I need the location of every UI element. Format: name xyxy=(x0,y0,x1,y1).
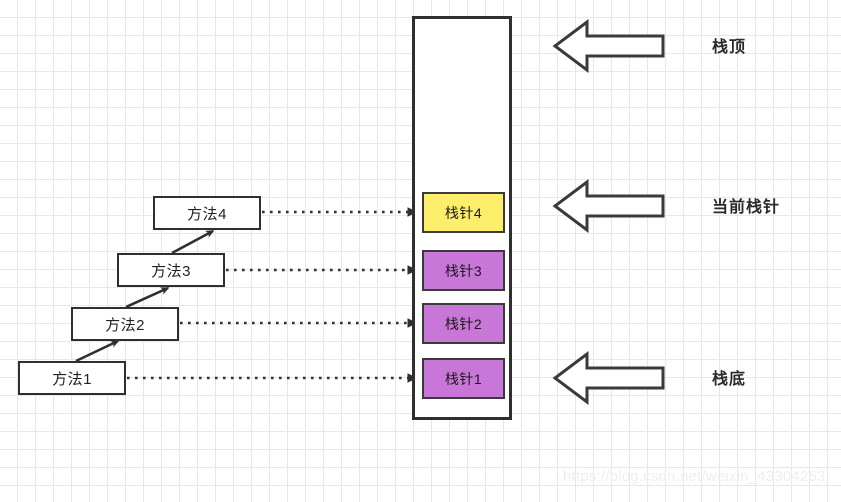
stack-frame-2[interactable]: 栈针2 xyxy=(422,303,505,344)
current-frame-label: 当前栈针 xyxy=(712,193,780,217)
method-box-3-label: 方法3 xyxy=(151,262,191,280)
method-box-4-label: 方法4 xyxy=(187,205,227,223)
stack-frame-4[interactable]: 栈针4 xyxy=(422,192,505,233)
watermark-text: https://blog.csdn.net/weixin_43304253 xyxy=(563,468,826,485)
stack-frame-1-label: 栈针1 xyxy=(444,370,483,387)
method-box-3[interactable]: 方法3 xyxy=(117,253,225,287)
block-arrow-stack-top xyxy=(552,19,665,73)
method-box-1[interactable]: 方法1 xyxy=(18,361,126,395)
stack-frame-2-label: 栈针2 xyxy=(444,315,483,332)
stack-frame-3[interactable]: 栈针3 xyxy=(422,250,505,291)
current-frame-label-text: 当前栈针 xyxy=(712,199,781,216)
method-box-1-label: 方法1 xyxy=(52,370,92,388)
arrow-method3-to-method4 xyxy=(171,229,215,255)
method-box-2-label: 方法2 xyxy=(105,316,145,334)
stack-bottom-label-text: 栈底 xyxy=(712,371,747,388)
block-arrow-stack-bottom xyxy=(552,351,665,405)
block-arrow-current-frame xyxy=(552,179,665,233)
stack-top-label: 栈顶 xyxy=(712,33,746,57)
arrow-method2-to-method3 xyxy=(125,286,170,309)
stack-top-label-text: 栈顶 xyxy=(712,39,747,56)
method-box-2[interactable]: 方法2 xyxy=(71,307,179,341)
watermark: https://blog.csdn.net/weixin_43304253 xyxy=(563,468,826,485)
arrow-method1-to-method2 xyxy=(75,339,120,363)
callout-block-arrows xyxy=(552,19,665,405)
mapping-lines xyxy=(127,207,418,383)
stack-bottom-label: 栈底 xyxy=(712,365,746,389)
call-chain-arrows xyxy=(75,229,215,363)
stack-frame-1[interactable]: 栈针1 xyxy=(422,358,505,399)
stack-frame-3-label: 栈针3 xyxy=(444,262,483,279)
method-box-4[interactable]: 方法4 xyxy=(153,196,261,230)
stack-frame-4-label: 栈针4 xyxy=(444,204,483,221)
